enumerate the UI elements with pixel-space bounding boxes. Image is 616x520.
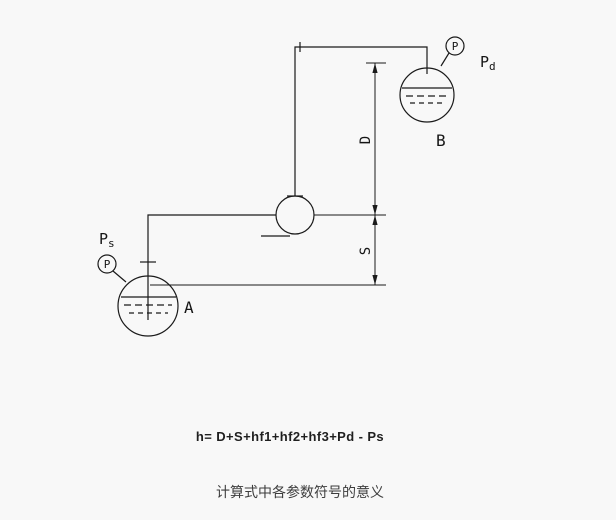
suction-gauge: P Ps (97, 230, 127, 283)
suction-gauge-letter: P (104, 258, 111, 271)
discharge-gauge-letter: P (452, 40, 459, 53)
pump-body (275, 195, 315, 235)
suction-pipe (147, 214, 276, 320)
tank-a (117, 275, 179, 337)
suction-tag-sub: s (108, 237, 115, 250)
dimension-s-label: S (358, 247, 374, 255)
dimension-d-arrow-down (372, 205, 378, 215)
dimension-s-arrow-up (372, 215, 378, 225)
discharge-gauge: P Pd (440, 36, 496, 73)
tank-b-shell (399, 67, 455, 123)
discharge-tag-sub: d (489, 60, 496, 73)
discharge-gauge-tail (440, 52, 450, 67)
suction-gauge-tail (112, 270, 127, 283)
dimension-s-arrow-down (372, 275, 378, 285)
pump-piping-diagram: A B P Ps P Pd D (97, 36, 496, 337)
discharge-gauge-tag: Pd (480, 53, 496, 73)
suction-gauge-dial (97, 254, 117, 274)
head-formula: h= D+S+hf1+hf2+hf3+Pd - Ps (195, 429, 385, 444)
dimension-d-label: D (358, 136, 374, 144)
tank-a-label: A (184, 298, 194, 317)
tank-b-label: B (436, 131, 446, 150)
piping (140, 42, 428, 320)
dimension-s: S (150, 214, 386, 286)
dimension-d-arrow-up (372, 63, 378, 73)
discharge-tag-main: P (480, 53, 489, 71)
tank-b (399, 67, 455, 123)
suction-gauge-tag: Ps (99, 230, 115, 250)
discharge-gauge-dial (445, 36, 465, 56)
caption-text: 计算式中各参数符号的意义 (216, 484, 384, 500)
suction-tag-main: P (99, 230, 108, 248)
tank-a-shell (117, 275, 179, 337)
discharge-pipe (294, 46, 428, 196)
dimension-d: D (358, 62, 386, 215)
pump (261, 195, 315, 237)
